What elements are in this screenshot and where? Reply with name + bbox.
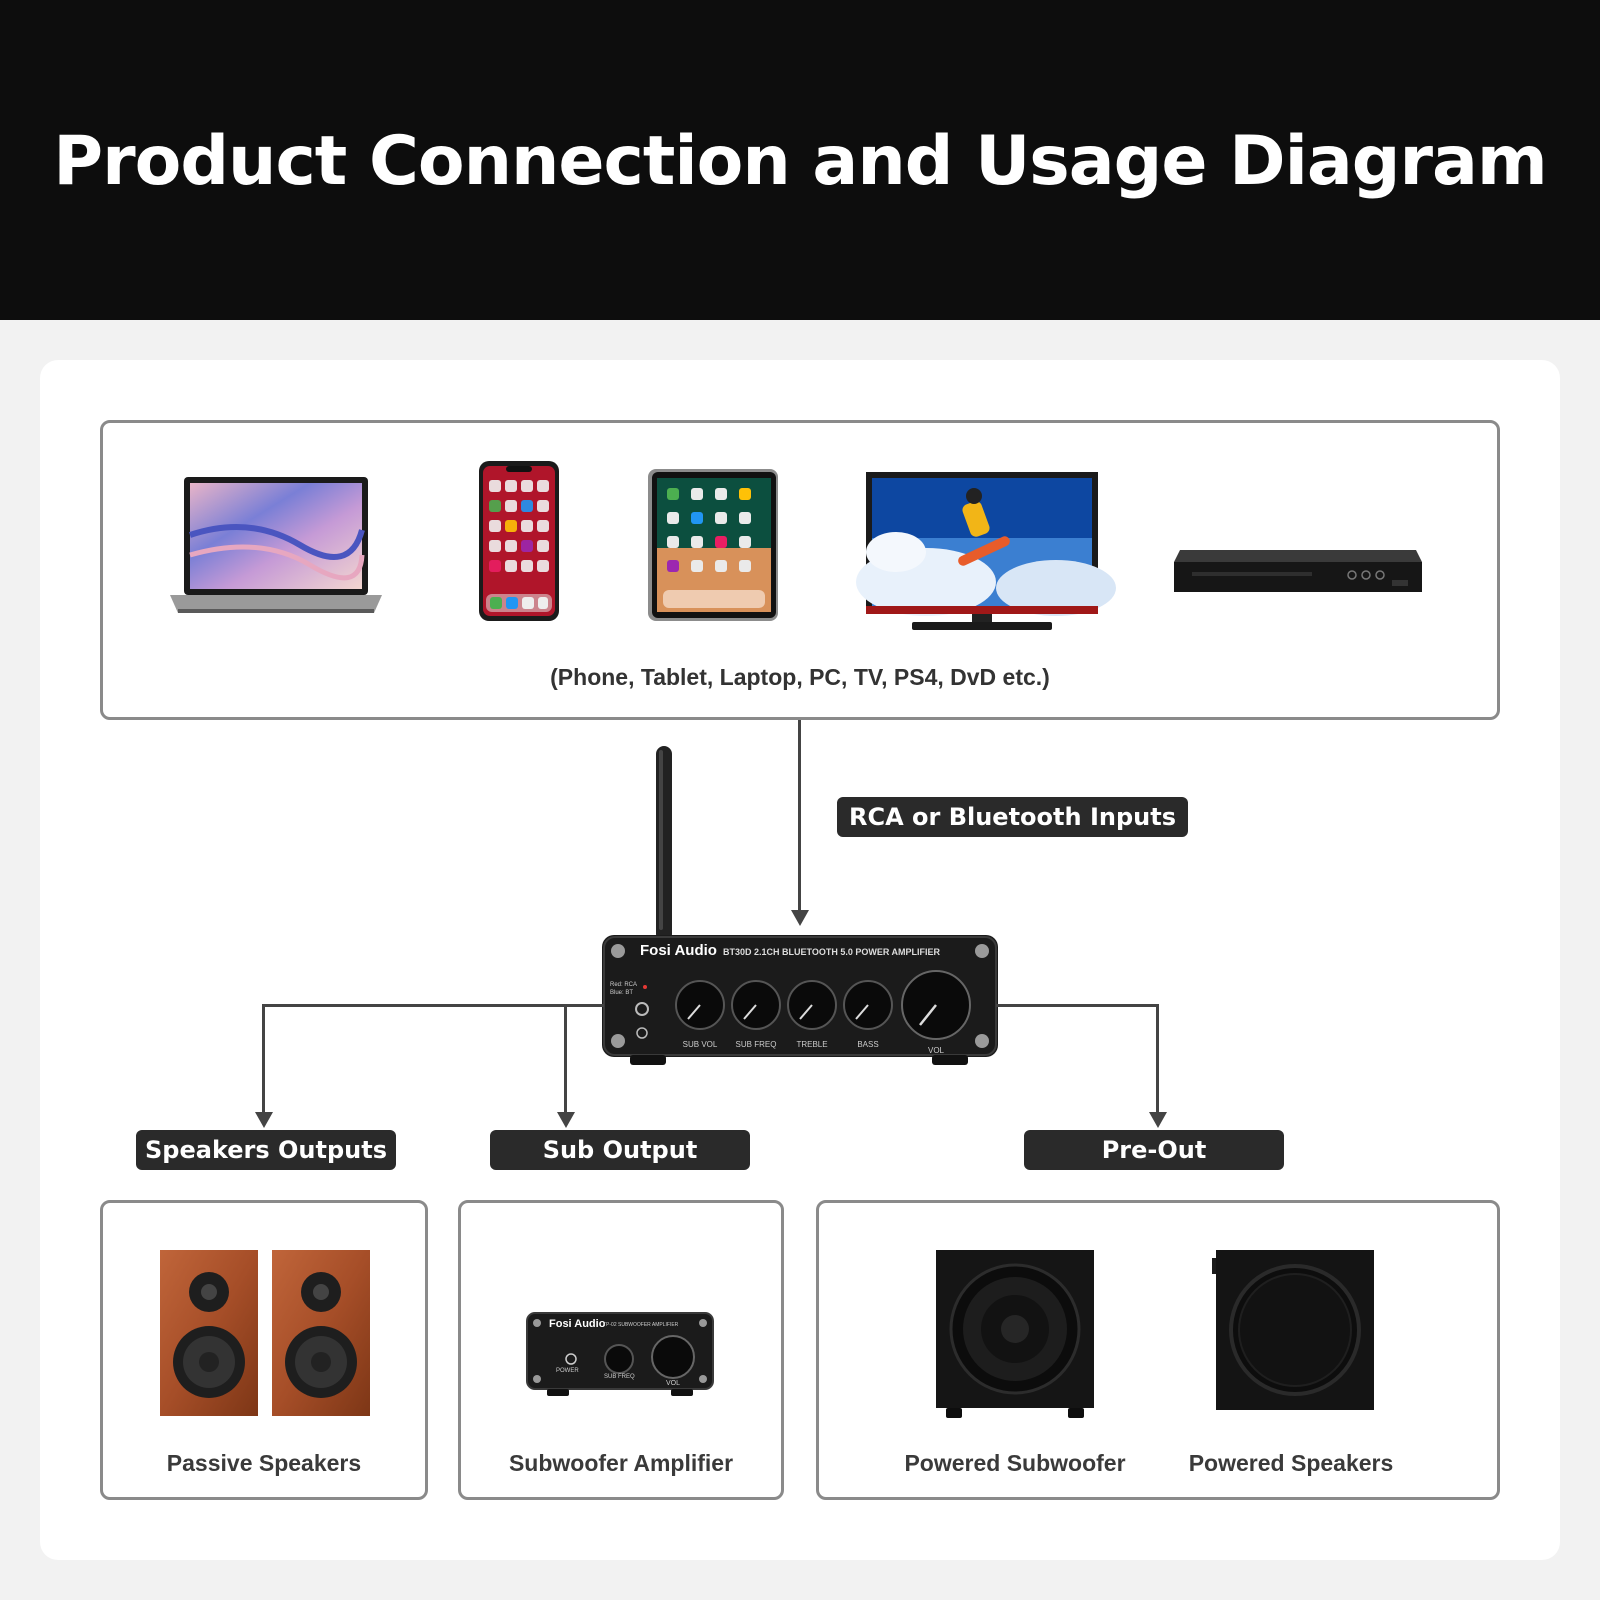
preout-tag: Pre-Out <box>1024 1130 1284 1170</box>
passive-speakers-box <box>100 1200 428 1500</box>
subwoofer-amplifier-label: Subwoofer Amplifier <box>508 1450 734 1476</box>
passive-speakers-icon <box>160 1250 370 1416</box>
sub-output-tag: Sub Output <box>490 1130 750 1170</box>
passive-speakers-label: Passive Speakers <box>166 1450 362 1476</box>
knob-label-bass: BASS <box>857 1040 879 1049</box>
input-connector-line <box>798 720 801 912</box>
sub-output-line-v <box>564 1004 567 1114</box>
sub-amp-freq-label: SUB FREQ <box>604 1374 635 1380</box>
preout-line-v <box>1156 1004 1159 1114</box>
knob-label-treble: TREBLE <box>796 1040 828 1049</box>
main-amplifier <box>602 935 998 1065</box>
speaker-output-arrow <box>255 1112 273 1128</box>
powered-devices-box <box>816 1200 1500 1500</box>
tv-icon <box>856 472 1116 630</box>
header-bar: Product Connection and Usage Diagram <box>0 0 1600 320</box>
speaker-output-line-v <box>262 1004 265 1114</box>
sub-amp-brand: Fosi Audio <box>549 1318 606 1330</box>
amp-indicator-label: Red: RCA Blue: BT <box>610 982 637 996</box>
laptop-icon <box>170 477 382 613</box>
tablet-icon <box>648 469 778 621</box>
amp-model: BT30D 2.1CH BLUETOOTH 5.0 POWER AMPLIFIE… <box>723 947 941 957</box>
sub-amp-vol-label: VOL <box>666 1380 681 1387</box>
inputs-tag: RCA or Bluetooth Inputs <box>837 797 1188 837</box>
dvd-player-icon <box>1174 550 1422 592</box>
speakers-outputs-tag: Speakers Outputs <box>136 1130 396 1170</box>
knob-label-vol: VOL <box>927 1046 944 1055</box>
preout-line-h <box>996 1004 1158 1007</box>
sub-output-arrow <box>557 1112 575 1128</box>
sub-amp-model: TP-02 SUBWOOFER AMPLIFIER <box>603 1322 679 1328</box>
phone-icon <box>479 461 559 621</box>
preout-arrow <box>1149 1112 1167 1128</box>
powered-subwoofer-label: Powered Subwoofer <box>904 1450 1126 1476</box>
speaker-output-line-h <box>262 1004 604 1007</box>
powered-speakers-label: Powered Speakers <box>1188 1450 1394 1476</box>
sources-caption: (Phone, Tablet, Laptop, PC, TV, PS4, DvD… <box>550 664 1050 690</box>
input-arrow <box>791 910 809 926</box>
sub-amp-power-label: POWER <box>556 1368 579 1374</box>
amp-brand: Fosi Audio <box>640 942 717 959</box>
page-title: Product Connection and Usage Diagram <box>53 122 1547 201</box>
powered-subwoofer-icon <box>936 1250 1094 1418</box>
subwoofer-amplifier-icon <box>526 1312 714 1396</box>
knob-label-sub-vol: SUB VOL <box>682 1040 718 1049</box>
powered-speakers-icon <box>1212 1250 1374 1410</box>
antenna-icon <box>656 746 672 942</box>
knob-label-sub-freq: SUB FREQ <box>735 1040 777 1049</box>
